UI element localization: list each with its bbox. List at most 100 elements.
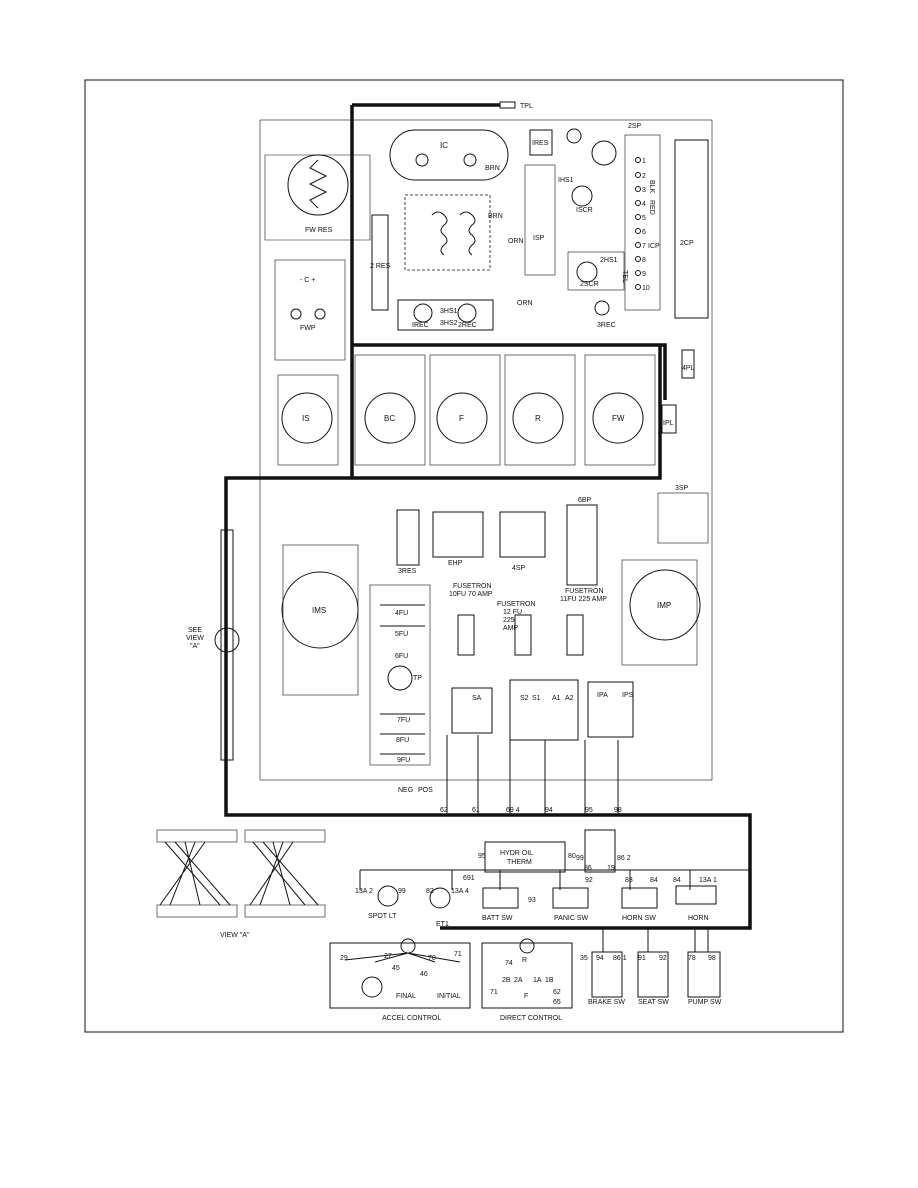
ehp-block xyxy=(432,511,484,558)
n80-label: 80 xyxy=(568,853,576,860)
direct-pin-f: F xyxy=(524,993,528,1000)
horn-label: HORN xyxy=(688,915,709,922)
n82-label: 82 xyxy=(426,888,434,895)
svg-text:5: 5 xyxy=(642,215,646,222)
n13a2-label: 13A 2 xyxy=(355,888,373,895)
see-label-2: VIEW xyxy=(186,635,204,642)
bc-label: BC xyxy=(384,414,395,423)
three-sp-label: 3SP xyxy=(675,485,689,492)
svg-text:- C +: - C + xyxy=(300,277,315,284)
direct-pin-62: 62 xyxy=(553,989,561,996)
pump-sw-label: PUMP SW xyxy=(688,999,722,1006)
n13a1-label: 13A 1 xyxy=(699,877,717,884)
ipl-connector xyxy=(661,404,677,434)
direct-pin-65: 65 xyxy=(553,999,561,1006)
fusetron2-label: FUSETRON xyxy=(497,601,536,608)
irec-label: IREC xyxy=(412,322,429,329)
brn-label-2: BRN xyxy=(488,213,503,220)
fu4-label: 4FU xyxy=(395,610,408,617)
direct-control-label: DIRECT CONTROL xyxy=(500,1015,562,1022)
s1-label: S1 xyxy=(532,695,541,702)
svg-text:8: 8 xyxy=(642,257,646,264)
battery-connector xyxy=(220,529,234,761)
ims-box xyxy=(282,544,359,696)
f-label: F xyxy=(459,414,464,423)
fw-label: FW xyxy=(612,414,625,423)
three-sp-block xyxy=(657,492,709,544)
imp-box xyxy=(621,559,698,666)
ipa-label: IPA xyxy=(597,692,608,699)
main-bus xyxy=(224,105,752,930)
fu11-label: 11FU 225 AMP xyxy=(560,596,607,603)
pos-label: POS xyxy=(418,787,433,794)
direct-pin-71: 71 xyxy=(490,989,498,996)
six-bp-block xyxy=(566,504,598,586)
sa-box xyxy=(451,687,493,734)
n78-label: 78 xyxy=(688,955,696,962)
w62-label: 62 xyxy=(440,807,448,814)
icp-label: ICP xyxy=(648,243,660,250)
tel-label: TEL xyxy=(621,270,628,283)
neg-label: NEG xyxy=(398,787,413,794)
fuse-panel xyxy=(369,584,431,766)
imp-label: IMP xyxy=(657,601,671,610)
hydr-label-1: HYDR OIL xyxy=(500,850,533,857)
icp-terminals: 1 2 3 4 5 6 7 8 9 10 xyxy=(635,157,650,292)
four-sp-label: 4SP xyxy=(512,565,526,572)
four-pl-connector xyxy=(681,349,695,379)
ipa-ips-box xyxy=(587,681,634,738)
direct-pin-2b: 2B xyxy=(502,977,511,984)
ips-label: IPS xyxy=(622,692,634,699)
ic-enclosure xyxy=(389,129,509,181)
n92-label: 92 xyxy=(585,877,593,884)
three-res-box xyxy=(396,509,420,566)
n71-label: 71 xyxy=(454,951,462,958)
n27-label: 27 xyxy=(384,953,392,960)
fu12-fuse xyxy=(514,614,532,656)
red-label: RED xyxy=(648,200,655,215)
two-sp-label: 2SP xyxy=(628,123,642,130)
ires-box xyxy=(529,129,553,156)
w94-label: 94 xyxy=(545,807,553,814)
n95-label: 95 xyxy=(478,853,486,860)
svg-text:4: 4 xyxy=(642,201,646,208)
ipl-label: IPL xyxy=(663,420,674,427)
two-res xyxy=(371,214,389,311)
n84b-label: 84 xyxy=(673,877,681,884)
direct-pin-74: 74 xyxy=(505,960,513,967)
n93-label: 93 xyxy=(528,897,536,904)
svg-text:3: 3 xyxy=(642,187,646,194)
ihs1-label: IHS1 xyxy=(558,177,574,184)
three-rec-label: 3REC xyxy=(597,322,616,329)
horn-sw xyxy=(621,887,658,909)
w694-label: 69 4 xyxy=(506,807,520,814)
direct-control xyxy=(481,942,573,1009)
fu10-label: 10FU 70 AMP xyxy=(449,591,493,598)
accel-control xyxy=(329,942,471,1009)
brake-sw-label: BRAKE SW xyxy=(588,999,625,1006)
svg-text:7: 7 xyxy=(642,243,646,250)
two-scr-box xyxy=(567,251,625,291)
two-cp-label: 2CP xyxy=(680,240,694,247)
fu10-fuse xyxy=(457,614,475,656)
cabinet-outline xyxy=(259,119,713,781)
pump-sw xyxy=(687,951,721,998)
fu5-label: 5FU xyxy=(395,631,408,638)
n29-label: 29 xyxy=(340,955,348,962)
w98-label: 98 xyxy=(614,807,622,814)
direct-pin-2a: 2A xyxy=(514,977,523,984)
s2-label: S2 xyxy=(520,695,529,702)
ires-label: IRES xyxy=(532,140,549,147)
final-label: FINAL xyxy=(396,993,416,1000)
fu7-label: 7FU xyxy=(397,717,410,724)
horn xyxy=(675,885,717,905)
page-border xyxy=(84,79,844,1033)
relay-86 xyxy=(584,829,616,873)
brn-label-1: BRN xyxy=(485,165,500,172)
tp-label: TP xyxy=(413,675,422,682)
batt-sw-label: BATT SW xyxy=(482,915,513,922)
n691-label: 691 xyxy=(463,875,475,882)
orn-label-1: ORN xyxy=(508,238,524,245)
n13a4-label: 13A 4 xyxy=(451,888,469,895)
